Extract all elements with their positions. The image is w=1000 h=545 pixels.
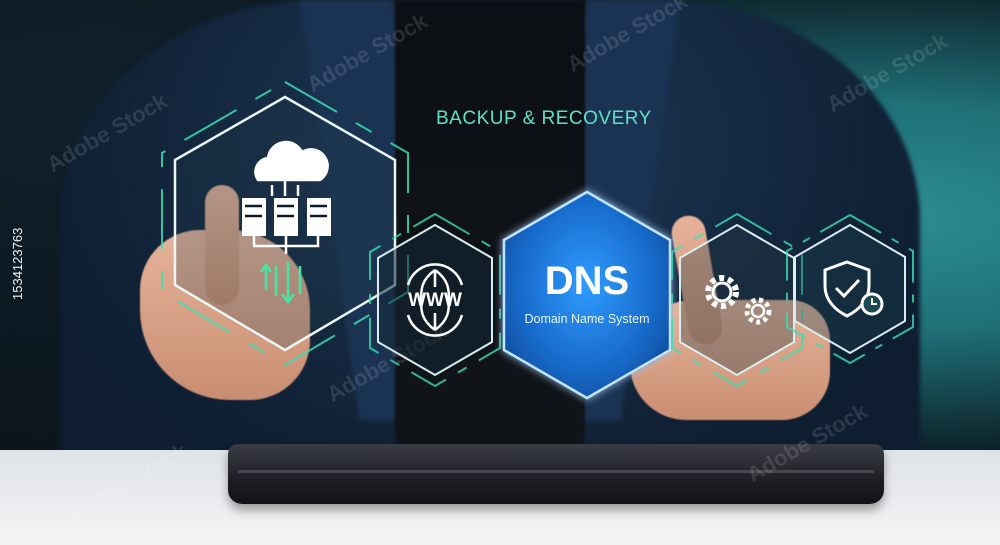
backup-recovery-heading: BACKUP & RECOVERY [436,108,652,129]
gears-icon [705,275,772,325]
www-label: WWW [408,290,462,311]
settings-hexagon [671,212,803,388]
laptop-edge [238,470,874,473]
dns-title: DNS [544,259,630,303]
shield-check-clock-icon [823,260,884,318]
dns-subtitle: Domain Name System [524,312,650,326]
stock-id-watermark: 1534123763 [10,227,25,300]
www-hexagon [369,212,501,388]
laptop [228,444,884,504]
left-index-finger [205,185,239,305]
globe-www-icon [406,263,464,337]
cloud-servers-icon [242,140,331,305]
dns-hexagon [502,190,672,400]
